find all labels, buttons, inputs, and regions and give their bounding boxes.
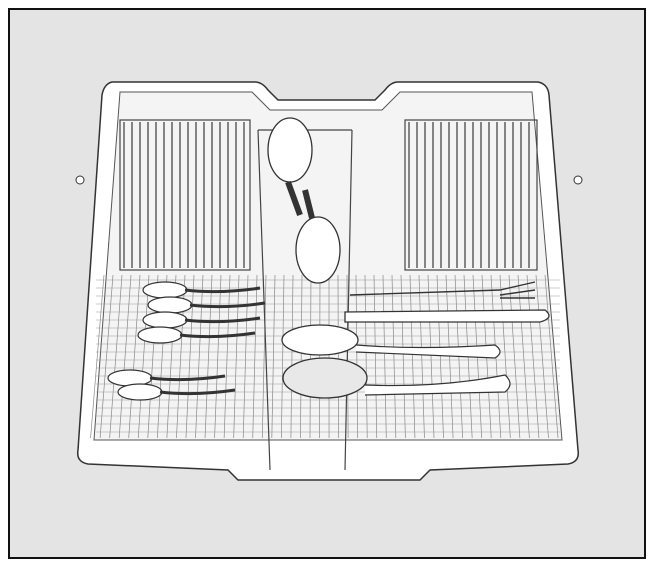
grid-wire xyxy=(204,274,213,439)
spoon-bowl xyxy=(147,296,193,314)
grid-wire xyxy=(400,274,406,439)
grid-wire xyxy=(544,274,559,439)
grid-wire xyxy=(355,274,359,439)
grid-wire xyxy=(499,274,511,439)
grid-wire xyxy=(109,274,123,439)
spoon-bowl xyxy=(117,383,163,401)
fork xyxy=(349,281,536,299)
grid-wire xyxy=(261,274,267,439)
spoon-handle xyxy=(184,286,261,294)
spoon-handle xyxy=(189,301,266,309)
left-knife-rack xyxy=(119,119,251,271)
grid-wire xyxy=(185,274,195,439)
grid-wire xyxy=(418,274,425,439)
ladle-upper xyxy=(267,117,313,217)
spoon-bowl xyxy=(142,281,188,299)
spoon-bowl xyxy=(142,311,188,329)
grid-wire xyxy=(290,274,294,439)
spoon-bowl xyxy=(137,326,183,344)
spoon-handle xyxy=(159,388,236,396)
grid-wire xyxy=(382,274,387,439)
grid-wire xyxy=(118,274,132,439)
grid-wire xyxy=(90,274,105,439)
right-side-knob xyxy=(573,175,583,185)
spoon-bowl xyxy=(107,369,153,387)
grid-wire xyxy=(195,274,204,439)
grid-wire xyxy=(99,274,114,439)
grid-wire xyxy=(137,274,150,439)
grid-wire xyxy=(517,274,530,439)
grid-wire xyxy=(427,274,435,439)
grid-wire xyxy=(535,274,549,439)
grid-wire xyxy=(128,274,141,439)
grid-wire xyxy=(233,274,240,439)
left-side-knob xyxy=(75,175,85,185)
right-knife-rack xyxy=(404,119,538,271)
grid-wire xyxy=(242,274,249,439)
cutlery xyxy=(107,117,550,401)
grid-wire xyxy=(300,274,303,439)
spoon-handle xyxy=(184,316,261,324)
serving-spoon-lower xyxy=(282,357,511,399)
knife xyxy=(344,309,550,323)
spoons-left-group xyxy=(107,281,266,401)
grid-wire xyxy=(337,274,339,439)
cutlery-tray xyxy=(75,81,583,481)
grid-wire xyxy=(281,274,285,439)
grid-wire xyxy=(214,274,222,439)
serving-spoon-upper xyxy=(281,324,501,359)
spoon-handle xyxy=(149,374,226,382)
grid-wire xyxy=(436,274,444,439)
grid-wire xyxy=(309,274,312,439)
grid-wire xyxy=(271,274,276,439)
grid-wire xyxy=(223,274,231,439)
ladle-lower xyxy=(295,189,341,284)
grid-wire xyxy=(391,274,397,439)
grid-wire xyxy=(252,274,258,439)
grid-wire xyxy=(373,274,378,439)
grid-wire xyxy=(364,274,368,439)
grid-wire xyxy=(526,274,540,439)
rack-tines xyxy=(123,122,530,268)
grid-wire xyxy=(508,274,521,439)
spoon-handle xyxy=(179,331,256,339)
grid-wire xyxy=(409,274,416,439)
